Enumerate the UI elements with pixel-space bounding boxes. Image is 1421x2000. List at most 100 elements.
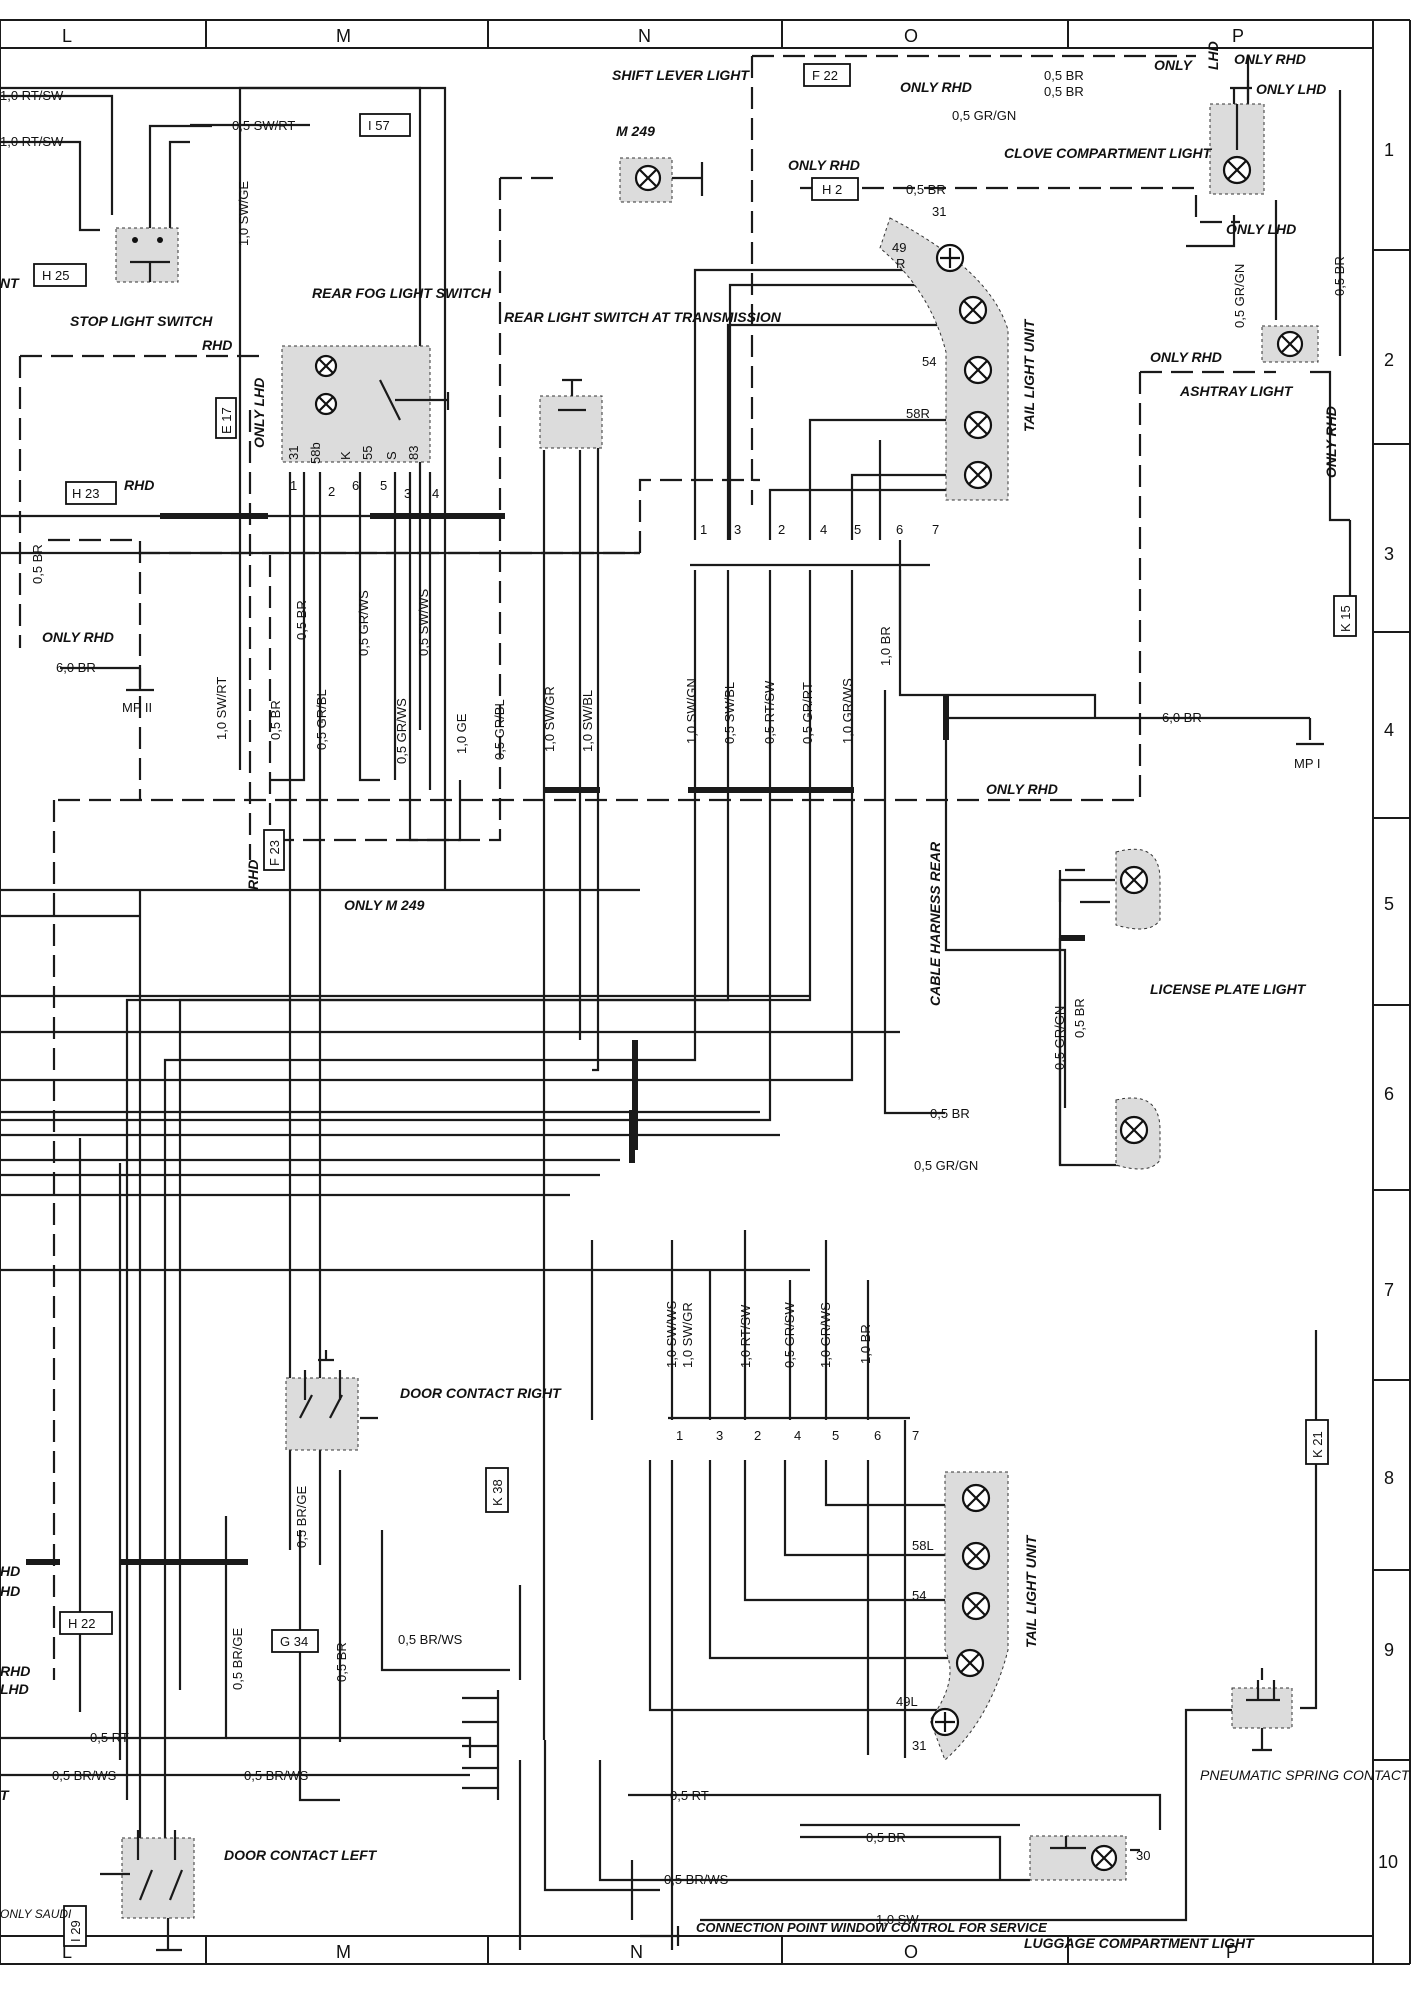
pin-83: 83 bbox=[406, 446, 421, 460]
shift-lever-lamp-icon bbox=[634, 164, 662, 192]
wire-label-w01: 1,0 RT/SW bbox=[0, 88, 64, 103]
tail-light-unit-bottom: TAIL LIGHT UNIT 58L 54 49L 31 bbox=[896, 1471, 1039, 1761]
connector-bottom-pin-2: 2 bbox=[754, 1428, 761, 1443]
wire-label-w09: 0,5 BR bbox=[1332, 256, 1347, 296]
box-e17: E 17 bbox=[219, 407, 234, 434]
connection-point: CONNECTION POINT WINDOW CONTROL FOR SERV… bbox=[640, 1920, 1047, 1946]
tail-top-pin-54: 54 bbox=[922, 354, 936, 369]
note-only-rhd-h2: ONLY RHD bbox=[788, 157, 860, 173]
note-rhd-vertical: RHD bbox=[245, 860, 261, 890]
clove-compartment-lamp-icon bbox=[1222, 155, 1252, 185]
column-label-p-bottom: P bbox=[1226, 1942, 1238, 1962]
wire-label-w48: 0,5 RT bbox=[670, 1788, 709, 1803]
wire-label-w32: 0,5 BR bbox=[1072, 998, 1087, 1038]
pneumatic-spring-contact-label: PNEUMATIC SPRING CONTACT bbox=[1200, 1767, 1411, 1783]
tail-lamp-bottom-icon-1 bbox=[961, 1483, 991, 1513]
connector-bottom-pin-1: 1 bbox=[676, 1428, 683, 1443]
row-label-4: 4 bbox=[1384, 720, 1394, 740]
box-g34: G 34 bbox=[280, 1634, 308, 1649]
wire-label-w20: 1,0 GE bbox=[454, 713, 469, 754]
connector-top-pin-3: 3 bbox=[734, 522, 741, 537]
box-h2: H 2 bbox=[822, 182, 842, 197]
column-label-l-bottom: L bbox=[62, 1942, 72, 1962]
note-lhd-bottom: LHD bbox=[0, 1681, 29, 1697]
rear-fog-lamp-icon-1 bbox=[314, 354, 338, 378]
tail-lamp-top-icon-1 bbox=[935, 243, 965, 273]
wire-label-w06: 0,5 BR bbox=[1044, 84, 1084, 99]
stop-light-switch-label: STOP LIGHT SWITCH bbox=[70, 313, 213, 329]
note-only-lhd-vertical: ONLY LHD bbox=[251, 378, 267, 448]
clove-compartment-light: CLOVE COMPARTMENT LIGHT bbox=[1004, 103, 1265, 195]
connector-bottom-pin-5: 5 bbox=[832, 1428, 839, 1443]
connector-top-pin-6: 6 bbox=[896, 522, 903, 537]
pin-5: 5 bbox=[380, 478, 387, 493]
ashtray-light-label: ASHTRAY LIGHT bbox=[1179, 383, 1294, 399]
column-label-p: P bbox=[1232, 26, 1244, 46]
tail-bottom-pin-49l: 49L bbox=[896, 1694, 918, 1709]
diagram-frame bbox=[0, 19, 1411, 1965]
box-k21: K 21 bbox=[1310, 1431, 1325, 1458]
box-i29: I 29 bbox=[68, 1920, 83, 1942]
pin-58b: 58b bbox=[308, 442, 323, 464]
tail-lamp-top-icon-5 bbox=[963, 460, 993, 490]
connector-bottom-pin-6: 6 bbox=[874, 1428, 881, 1443]
row-label-6: 6 bbox=[1384, 1084, 1394, 1104]
wire-label-w22: 1,0 SW/GR bbox=[542, 686, 557, 752]
wire-label-w47: 0,5 BR/WS bbox=[244, 1768, 309, 1783]
wire-label-w13: 1,0 SW/RT bbox=[214, 677, 229, 740]
box-h25: H 25 bbox=[42, 268, 69, 283]
connector-bottom-pin-3: 3 bbox=[716, 1428, 723, 1443]
note-rhd-bottom: RHD bbox=[0, 1663, 30, 1679]
note-only-rhd-left: ONLY RHD bbox=[42, 629, 114, 645]
pin-6: 6 bbox=[352, 478, 359, 493]
wire-label-w35: 1,0 SW/WS bbox=[664, 1300, 679, 1368]
tail-lamp-bottom-icon-5 bbox=[930, 1707, 960, 1737]
tail-light-unit-top: TAIL LIGHT UNIT 31 49 R 54 58R bbox=[879, 204, 1037, 501]
wire-label-w27: 0,5 GR/RT bbox=[800, 682, 815, 744]
wire-label-w33: 0,5 BR bbox=[930, 1106, 970, 1121]
pin-k: K bbox=[338, 451, 353, 460]
shift-lever-light: SHIFT LEVER LIGHT M 249 bbox=[612, 67, 750, 203]
door-contact-right-label: DOOR CONTACT RIGHT bbox=[400, 1385, 562, 1401]
wire-label-w12: 0,5 BR bbox=[30, 544, 45, 584]
wire-label-w14: 0,5 BR bbox=[268, 700, 283, 740]
note-only-rhd-mid: ONLY RHD bbox=[986, 781, 1058, 797]
note-only-m249: ONLY M 249 bbox=[344, 897, 425, 913]
pin-2: 2 bbox=[328, 484, 335, 499]
note-hd-1: HD bbox=[0, 1563, 20, 1579]
wire-label-w42: 0,5 BR/GE bbox=[230, 1628, 245, 1690]
tail-bottom-pin-31: 31 bbox=[912, 1738, 926, 1753]
pin-1: 1 bbox=[290, 478, 297, 493]
row-label-3: 3 bbox=[1384, 544, 1394, 564]
box-k15: K 15 bbox=[1338, 605, 1353, 632]
note-lhd: LHD bbox=[1205, 41, 1221, 70]
wire-label-w10: 0,5 GR/GN bbox=[1232, 264, 1247, 328]
pin-4: 4 bbox=[432, 486, 439, 501]
wire-label-w36: 1,0 SW/GR bbox=[680, 1302, 695, 1368]
wire-label-w04: 1,0 SW/GE bbox=[236, 181, 251, 246]
wire-label-w15: 0,5 BR bbox=[294, 600, 309, 640]
row-label-8: 8 bbox=[1384, 1468, 1394, 1488]
note-only-rhd-corner: ONLY RHD bbox=[1234, 51, 1306, 67]
wire-label-w45: 0,5 RT bbox=[90, 1730, 129, 1745]
wire-label-w34: 0,5 GR/GN bbox=[914, 1158, 978, 1173]
wire-label-w08: 0,5 BR bbox=[906, 182, 946, 197]
wire-label-w50: 0,5 BR/WS bbox=[664, 1872, 729, 1887]
connector-bottom-pin-4: 4 bbox=[794, 1428, 801, 1443]
license-plate-light: LICENSE PLATE LIGHT CABLE HARNESS REAR bbox=[927, 841, 1307, 1170]
clove-compartment-light-label: CLOVE COMPARTMENT LIGHT bbox=[1004, 145, 1213, 161]
license-lamp-icon-1 bbox=[1119, 865, 1149, 895]
luggage-compartment-light: 30 LUGGAGE COMPARTMENT LIGHT bbox=[1024, 1835, 1255, 1951]
pin-31: 31 bbox=[286, 446, 301, 460]
tail-lamp-bottom-icon-3 bbox=[961, 1591, 991, 1621]
box-f23: F 23 bbox=[267, 840, 282, 866]
wire-labels: 1,0 RT/SW 1,0 RT/SW 0,5 SW/RT 1,0 SW/GE … bbox=[0, 68, 1347, 1927]
wire-label-w46: 0,5 BR/WS bbox=[52, 1768, 117, 1783]
wire-label-w29: 1,0 BR bbox=[878, 626, 893, 666]
note-t: T bbox=[0, 1787, 10, 1803]
pin-55: 55 bbox=[360, 446, 375, 460]
wire-label-w30: 6,0 BR bbox=[1162, 710, 1202, 725]
cable-harness-rear-label: CABLE HARNESS REAR bbox=[927, 841, 943, 1006]
wire-label-w39: 1,0 GR/WS bbox=[818, 1302, 833, 1368]
wire-label-w03: 0,5 SW/RT bbox=[232, 118, 295, 133]
